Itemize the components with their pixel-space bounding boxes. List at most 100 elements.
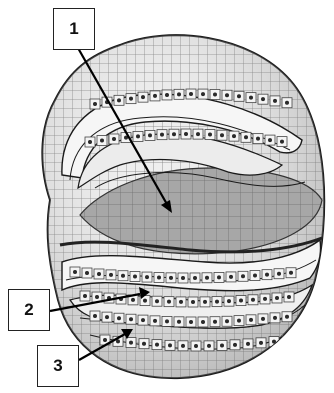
cell-nucleus	[227, 299, 231, 303]
cell-nucleus	[213, 92, 217, 96]
cell-nucleus	[194, 344, 198, 348]
cell-nucleus	[251, 298, 255, 302]
cell-nucleus	[155, 299, 159, 303]
cell-nucleus	[246, 342, 250, 346]
cell-nucleus	[145, 275, 149, 279]
cell-nucleus	[273, 99, 277, 103]
cell-nucleus	[237, 319, 241, 323]
cell-nucleus	[93, 102, 97, 106]
cell-nucleus	[261, 97, 265, 101]
cell-nucleus	[213, 320, 217, 324]
cell-nucleus	[121, 274, 125, 278]
cell-nucleus	[109, 273, 113, 277]
cell-nucleus	[95, 295, 99, 299]
cell-nucleus	[205, 276, 209, 280]
cell-nucleus	[244, 135, 248, 139]
cell-nucleus	[181, 344, 185, 348]
cell-nucleus	[73, 270, 77, 274]
cell-nucleus	[160, 133, 164, 137]
cell-nucleus	[103, 338, 107, 342]
cell-nucleus	[165, 93, 169, 97]
cell-nucleus	[215, 300, 219, 304]
cell-nucleus	[168, 343, 172, 347]
cell-nucleus	[207, 344, 211, 348]
cell-nucleus	[208, 133, 212, 137]
cell-nucleus	[129, 317, 133, 321]
cell-nucleus	[165, 319, 169, 323]
cell-nucleus	[129, 97, 133, 101]
cell-nucleus	[184, 132, 188, 136]
cell-nucleus	[275, 296, 279, 300]
label-3-box: 3	[37, 345, 79, 387]
cell-nucleus	[265, 273, 269, 277]
cell-nucleus	[148, 133, 152, 137]
cell-nucleus	[256, 137, 260, 141]
cell-nucleus	[285, 101, 289, 105]
cell-nucleus	[287, 295, 291, 299]
cell-nucleus	[237, 94, 241, 98]
cell-nucleus	[196, 132, 200, 136]
cell-nucleus	[141, 318, 145, 322]
cell-nucleus	[85, 271, 89, 275]
cell-nucleus	[285, 315, 289, 319]
cell-nucleus	[167, 300, 171, 304]
cell-nucleus	[177, 92, 181, 96]
cell-nucleus	[259, 341, 263, 345]
cell-nucleus	[141, 95, 145, 99]
cell-nucleus	[136, 134, 140, 138]
cell-nucleus	[193, 276, 197, 280]
cell-nucleus	[172, 132, 176, 136]
cell-nucleus	[229, 275, 233, 279]
cell-nucleus	[225, 93, 229, 97]
cell-nucleus	[217, 275, 221, 279]
cell-nucleus	[142, 342, 146, 346]
cell-nucleus	[83, 294, 87, 298]
cell-nucleus	[153, 94, 157, 98]
cell-nucleus	[249, 318, 253, 322]
cell-nucleus	[201, 320, 205, 324]
cell-nucleus	[181, 276, 185, 280]
cell-nucleus	[241, 274, 245, 278]
cell-nucleus	[277, 272, 281, 276]
cell-nucleus	[112, 137, 116, 141]
cell-nucleus	[105, 315, 109, 319]
cell-nucleus	[220, 343, 224, 347]
cell-nucleus	[201, 92, 205, 96]
cell-nucleus	[263, 297, 267, 301]
cell-nucleus	[117, 98, 121, 102]
label-1-box: 1	[53, 8, 95, 50]
cell-nucleus	[268, 138, 272, 142]
cell-nucleus	[289, 271, 293, 275]
label-3-text: 3	[53, 356, 62, 376]
cell-nucleus	[97, 272, 101, 276]
cell-nucleus	[232, 134, 236, 138]
cell-nucleus	[143, 299, 147, 303]
cell-nucleus	[203, 300, 207, 304]
cell-nucleus	[155, 343, 159, 347]
cell-nucleus	[177, 320, 181, 324]
cell-nucleus	[189, 320, 193, 324]
cell-nucleus	[273, 316, 277, 320]
cell-nucleus	[189, 92, 193, 96]
label-1-text: 1	[69, 19, 78, 39]
cell-nucleus	[261, 317, 265, 321]
cell-nucleus	[225, 319, 229, 323]
cell-nucleus	[131, 298, 135, 302]
cell-nucleus	[169, 276, 173, 280]
cell-nucleus	[239, 299, 243, 303]
cell	[282, 335, 292, 345]
cell-nucleus	[117, 316, 121, 320]
cell-nucleus	[233, 343, 237, 347]
cell-nucleus	[100, 138, 104, 142]
label-2-text: 2	[24, 300, 33, 320]
cell-nucleus	[249, 96, 253, 100]
cell-nucleus	[129, 341, 133, 345]
cell-nucleus	[220, 133, 224, 137]
cell-nucleus	[179, 300, 183, 304]
cell-nucleus	[285, 338, 289, 342]
cell-nucleus	[253, 274, 257, 278]
cell-nucleus	[88, 140, 92, 144]
label-2-box: 2	[8, 289, 50, 331]
cell-nucleus	[93, 314, 97, 318]
